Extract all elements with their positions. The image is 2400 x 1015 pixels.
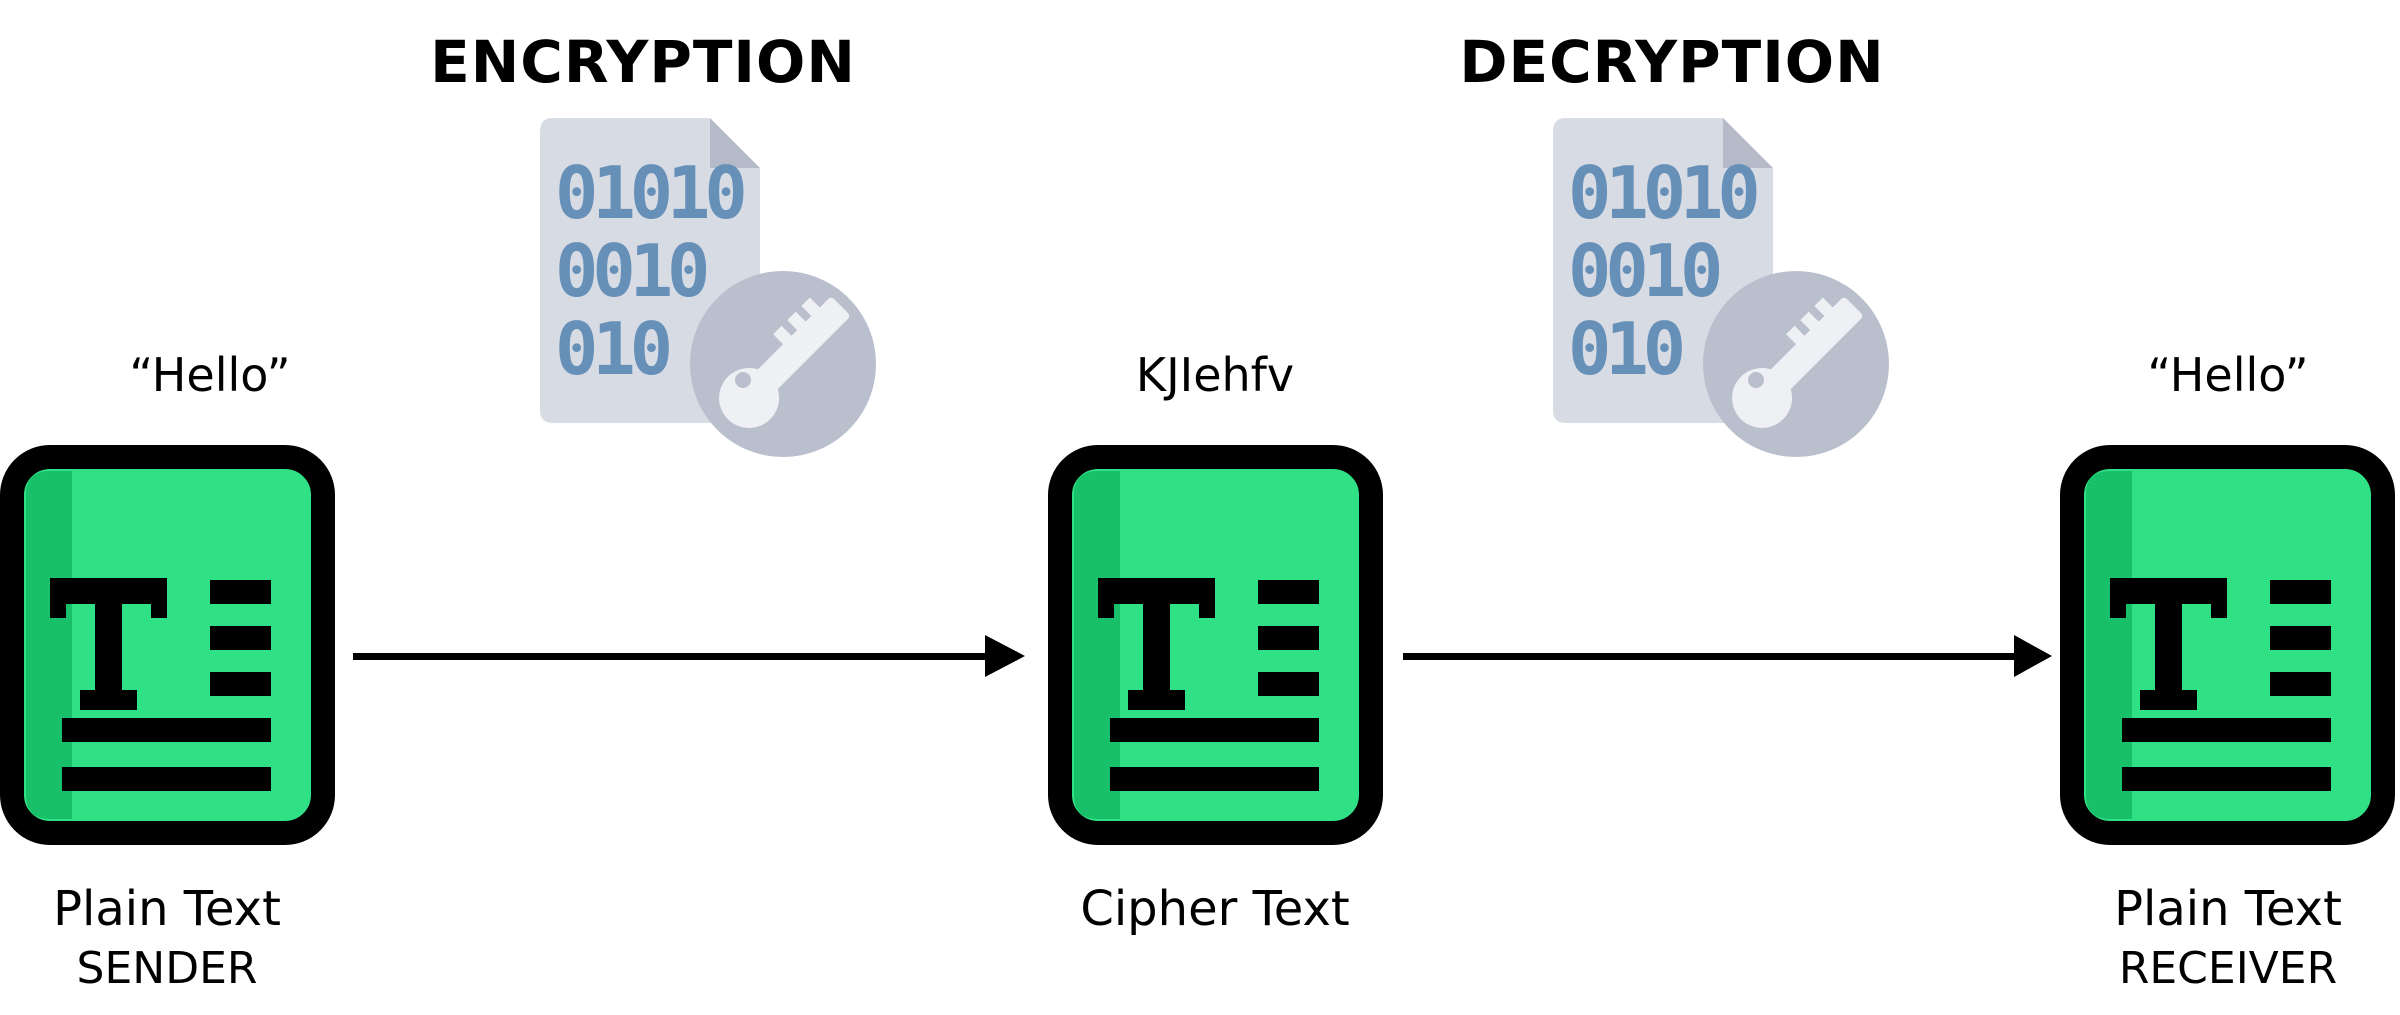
binary-line: 010 (555, 307, 670, 391)
sender-content-text: “Hello” (129, 348, 291, 402)
binary-line: 01010 (555, 151, 744, 235)
binary-line: 01010 (1568, 151, 1757, 235)
receiver-label: Plain Text (2114, 881, 2342, 937)
sender-caption: Plain Text SENDER (0, 880, 377, 998)
sender-role: SENDER (76, 943, 258, 994)
decryption-title: DECRYPTION (1459, 28, 1885, 96)
cipher-caption: Cipher Text (1005, 880, 1425, 939)
arrow-right-icon (353, 635, 1025, 677)
encrypted-file-key-icon: 01010 0010 010 (1553, 118, 1889, 457)
binary-line: 0010 (1568, 229, 1720, 313)
receiver-role: RECEIVER (2118, 943, 2338, 994)
binary-line: 010 (1568, 307, 1683, 391)
text-document-icon (1048, 445, 1383, 845)
receiver-caption: Plain Text RECEIVER (2018, 880, 2400, 998)
text-document-icon (0, 445, 335, 845)
receiver-content-text: “Hello” (2147, 348, 2309, 402)
cipher-label: Cipher Text (1080, 881, 1350, 937)
sender-label: Plain Text (53, 881, 281, 937)
cipher-content-text: KJIehfv (1135, 348, 1295, 402)
text-document-icon (2060, 445, 2395, 845)
encryption-title: ENCRYPTION (430, 28, 856, 96)
encrypted-file-key-icon: 01010 0010 010 (540, 118, 876, 457)
arrow-right-icon (1403, 635, 2052, 677)
binary-line: 0010 (555, 229, 707, 313)
